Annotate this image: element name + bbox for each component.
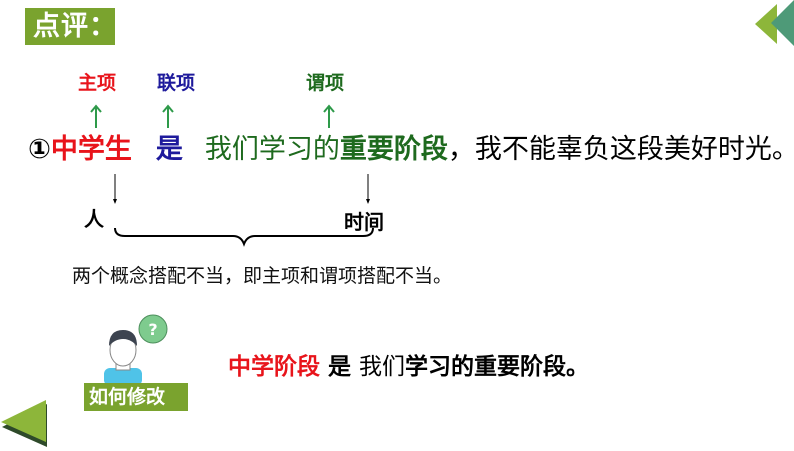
- sentence-copula: 是: [155, 134, 183, 165]
- concept-time: 时间: [344, 210, 384, 234]
- nav-prev-icon[interactable]: [0, 398, 48, 447]
- explanation-text: 两个概念搭配不当，即主项和谓项搭配不当。: [72, 265, 453, 287]
- arrow-up-icon: [322, 104, 336, 132]
- sentence-number: ①: [28, 134, 51, 165]
- corrected-plain: 我们: [359, 354, 405, 380]
- arrow-down-icon: [111, 174, 119, 208]
- sentence-subject: 中学生: [50, 134, 132, 165]
- corrected-copula: 是: [328, 354, 351, 380]
- nav-back-icon[interactable]: [745, 0, 794, 46]
- corrected-subject: 中学阶段: [228, 354, 320, 380]
- how-to-fix-label: 如何修改: [84, 383, 188, 411]
- label-copula: 联项: [157, 72, 196, 94]
- person-question-icon: ?: [96, 312, 176, 386]
- arrow-down-icon: [364, 174, 372, 208]
- arrow-up-icon: [89, 104, 103, 132]
- sentence-rest: ，我不能辜负这段美好时光。: [447, 134, 794, 165]
- corrected-bold: 学习的重要阶段。: [405, 354, 589, 380]
- label-predicate: 谓项: [306, 72, 345, 94]
- svg-text:?: ?: [148, 320, 157, 339]
- corrected-sentence: 中学阶段是我们学习的重要阶段。: [228, 350, 589, 384]
- brace-icon: [113, 226, 375, 252]
- label-subject: 主项: [78, 72, 117, 94]
- example-sentence: ①中学生是我们学习的重要阶段，我不能辜负这段美好时光。: [28, 131, 794, 169]
- sentence-predicate-plain: 我们学习的: [204, 134, 340, 165]
- concept-person: 人: [84, 207, 104, 231]
- sentence-predicate-bold: 重要阶段: [339, 134, 448, 165]
- section-title: 点评：: [25, 8, 116, 45]
- arrow-up-icon: [161, 104, 175, 132]
